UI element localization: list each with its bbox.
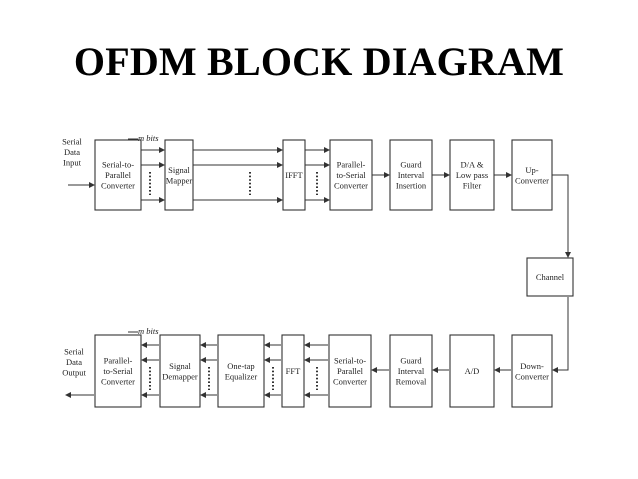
tx-bits-label: m bits [138,133,159,143]
block-s2p-label-line: Serial-to- [102,160,134,170]
block-fft [281,334,305,408]
block-up-label-line: Converter [515,175,549,185]
block-demap-label-line: Signal [169,361,191,371]
block-rs2p-label-line: Converter [333,377,367,387]
rx-output-label-line: Data [66,357,82,367]
block-rp2s [94,334,142,408]
rx-output-label-line: Serial [64,347,84,357]
block-down [511,334,553,408]
block-ifft-label-line: IFFT [285,170,303,180]
block-eq-label-line: Equalizer [225,371,258,381]
block-ad [449,334,495,408]
block-up [511,139,553,211]
block-rs2p-label-line: Serial-to- [334,356,366,366]
tx-input-label-line: Serial [62,137,82,147]
block-p2s-label-line: Parallel- [337,160,366,170]
block-rp2s-label-line: Converter [101,377,135,387]
block-map-label-line: Mapper [166,175,193,185]
block-ad-label-line: A/D [465,366,480,376]
block-map [164,139,194,211]
rx-bits-label: m bits [138,326,159,336]
block-rs2p [328,334,372,408]
block-fft-label-line: FFT [286,366,301,376]
block-da-label-line: Low pass [456,170,488,180]
block-gi-label-line: Guard [400,160,422,170]
tx-input-label-line: Input [63,158,82,168]
channel-down-path [552,297,569,373]
tx-up-channel-path [552,174,571,258]
block-gr-label-line: Interval [398,366,425,376]
block-s2p [94,139,142,211]
block-gr-label-line: Removal [396,377,427,387]
block-down-label-line: Down- [520,361,544,371]
block-s2p-label-line: Converter [101,181,135,191]
block-p2s-label-line: to-Serial [336,170,366,180]
rx-output-label-line: Output [62,368,86,378]
block-da-label-line: Filter [463,181,482,191]
tx-input-label-line: Data [64,147,80,157]
block-gi-label-line: Insertion [396,181,427,191]
block-s2p-label-line: Parallel [105,170,132,180]
block-ifft [282,139,306,211]
block-rp2s-label-line: Parallel- [104,356,133,366]
block-demap [159,334,201,408]
slide-title: OFDM BLOCK DIAGRAM [73,39,565,84]
block-up-label-line: Up- [525,165,538,175]
block-p2s [329,139,373,211]
block-down-label-line: Converter [515,371,549,381]
block-map-label-line: Signal [168,165,190,175]
block-demap-label-line: Demapper [162,371,198,381]
block-gi [389,139,433,211]
block-gr-label-line: Guard [400,356,422,366]
block-eq [217,334,265,408]
block-da-label-line: D/A & [461,160,484,170]
block-rs2p-label-line: Parallel [337,366,364,376]
block-gr [389,334,433,408]
block-gi-label-line: Interval [398,170,425,180]
block-channel-label-line: Channel [536,272,565,282]
block-rp2s-label-line: to-Serial [103,366,133,376]
block-eq-label-line: One-tap [227,361,254,371]
block-da [449,139,495,211]
block-p2s-label-line: Converter [334,181,368,191]
block-channel [526,257,574,297]
